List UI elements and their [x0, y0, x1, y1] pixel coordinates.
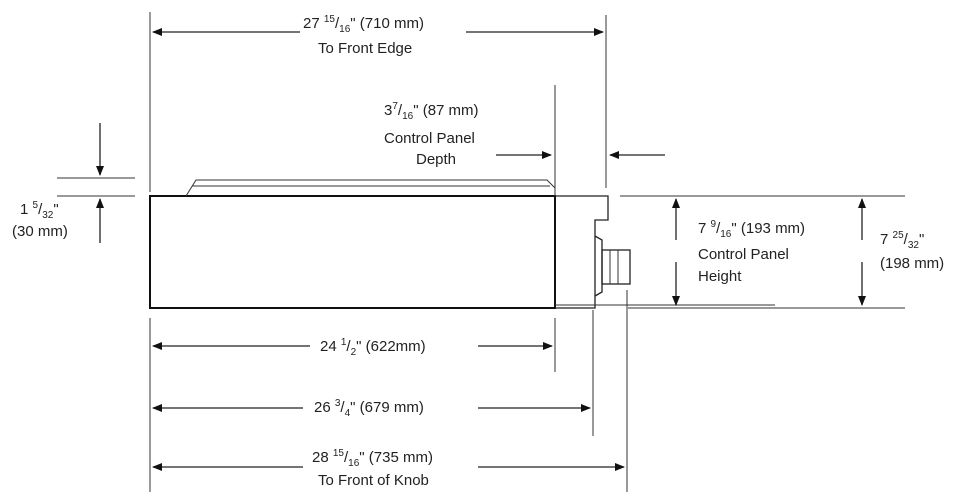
control-knob — [594, 235, 603, 297]
dim-metric: (87 mm) — [423, 102, 479, 119]
dimension-front-edge: 27 15/16" (710 mm) To Front Edge — [152, 14, 604, 57]
dim-den: 16 — [348, 458, 360, 469]
control-panel — [555, 195, 609, 309]
svg-text:7 9/16" (193 mm): 7 9/16" (193 mm) — [698, 219, 805, 240]
svg-text:24 1/2" (622mm): 24 1/2" (622mm) — [320, 337, 426, 358]
dim-caption-2: Height — [698, 268, 742, 285]
knob-stem — [601, 249, 631, 285]
cooktop-body — [149, 195, 556, 309]
glass-top — [185, 179, 556, 197]
dim-caption-1: Control Panel — [384, 130, 475, 147]
dimension-body-depth: 24 1/2" (622mm) — [152, 337, 553, 358]
svg-text:27 15/16" (710 mm): 27 15/16" (710 mm) — [303, 14, 424, 35]
dim-num: 9 — [711, 219, 717, 230]
dim-whole: 7 — [880, 231, 888, 248]
dim-metric: (30 mm) — [12, 223, 68, 240]
dim-metric: (198 mm) — [880, 255, 944, 272]
dim-caption-2: Depth — [416, 151, 456, 168]
dim-den: 16 — [720, 229, 732, 240]
dim-metric: (679 mm) — [360, 399, 424, 416]
dim-metric: (622mm) — [366, 338, 426, 355]
dim-num: 15 — [333, 448, 345, 459]
svg-text:1 5/32": 1 5/32" — [20, 200, 59, 221]
dim-den: 32 — [42, 210, 54, 221]
dim-whole: 3 — [384, 102, 392, 119]
svg-text:26 3/4" (679 mm): 26 3/4" (679 mm) — [314, 398, 424, 419]
dimension-top-thickness: 1 5/32" (30 mm) — [12, 123, 104, 243]
dim-whole: 27 — [303, 15, 320, 32]
dimension-to-panel-front: 26 3/4" (679 mm) — [152, 398, 591, 419]
dim-whole: 7 — [698, 220, 706, 237]
dim-whole: 26 — [314, 399, 331, 416]
appliance-outline — [149, 179, 775, 309]
svg-text:7 25/32": 7 25/32" — [880, 230, 924, 251]
dimension-front-knob: 28 15/16" (735 mm) To Front of Knob — [152, 448, 625, 489]
dim-metric: (193 mm) — [741, 220, 805, 237]
dim-den: 4 — [345, 408, 351, 419]
dim-num: 25 — [893, 230, 905, 241]
svg-text:28 15/16" (735 mm): 28 15/16" (735 mm) — [312, 448, 433, 469]
dimension-panel-height: 7 9/16" (193 mm) Control Panel Height — [672, 198, 805, 306]
dim-caption-1: Control Panel — [698, 246, 789, 263]
dim-caption: To Front of Knob — [318, 472, 429, 489]
dim-num: 5 — [33, 200, 39, 211]
dim-den: 16 — [339, 24, 351, 35]
dimension-overall-height: 7 25/32" (198 mm) — [858, 198, 944, 306]
extension-lines — [57, 12, 905, 492]
dimension-panel-depth: 37/16" (87 mm) Control Panel Depth — [384, 101, 665, 168]
dim-num: 15 — [324, 14, 336, 25]
dim-whole: 28 — [312, 449, 329, 466]
dim-whole: 24 — [320, 338, 337, 355]
dim-den: 2 — [351, 347, 357, 358]
dim-metric: (735 mm) — [369, 449, 433, 466]
dim-metric: (710 mm) — [360, 15, 424, 32]
dim-num: 7 — [392, 101, 398, 112]
dim-num: 1 — [341, 337, 347, 348]
dim-whole: 1 — [20, 201, 28, 218]
svg-text:37/16" (87 mm): 37/16" (87 mm) — [384, 101, 479, 122]
dim-den: 32 — [908, 240, 920, 251]
dim-num: 3 — [335, 398, 341, 409]
dim-caption: To Front Edge — [318, 40, 412, 57]
dim-den: 16 — [402, 111, 414, 122]
